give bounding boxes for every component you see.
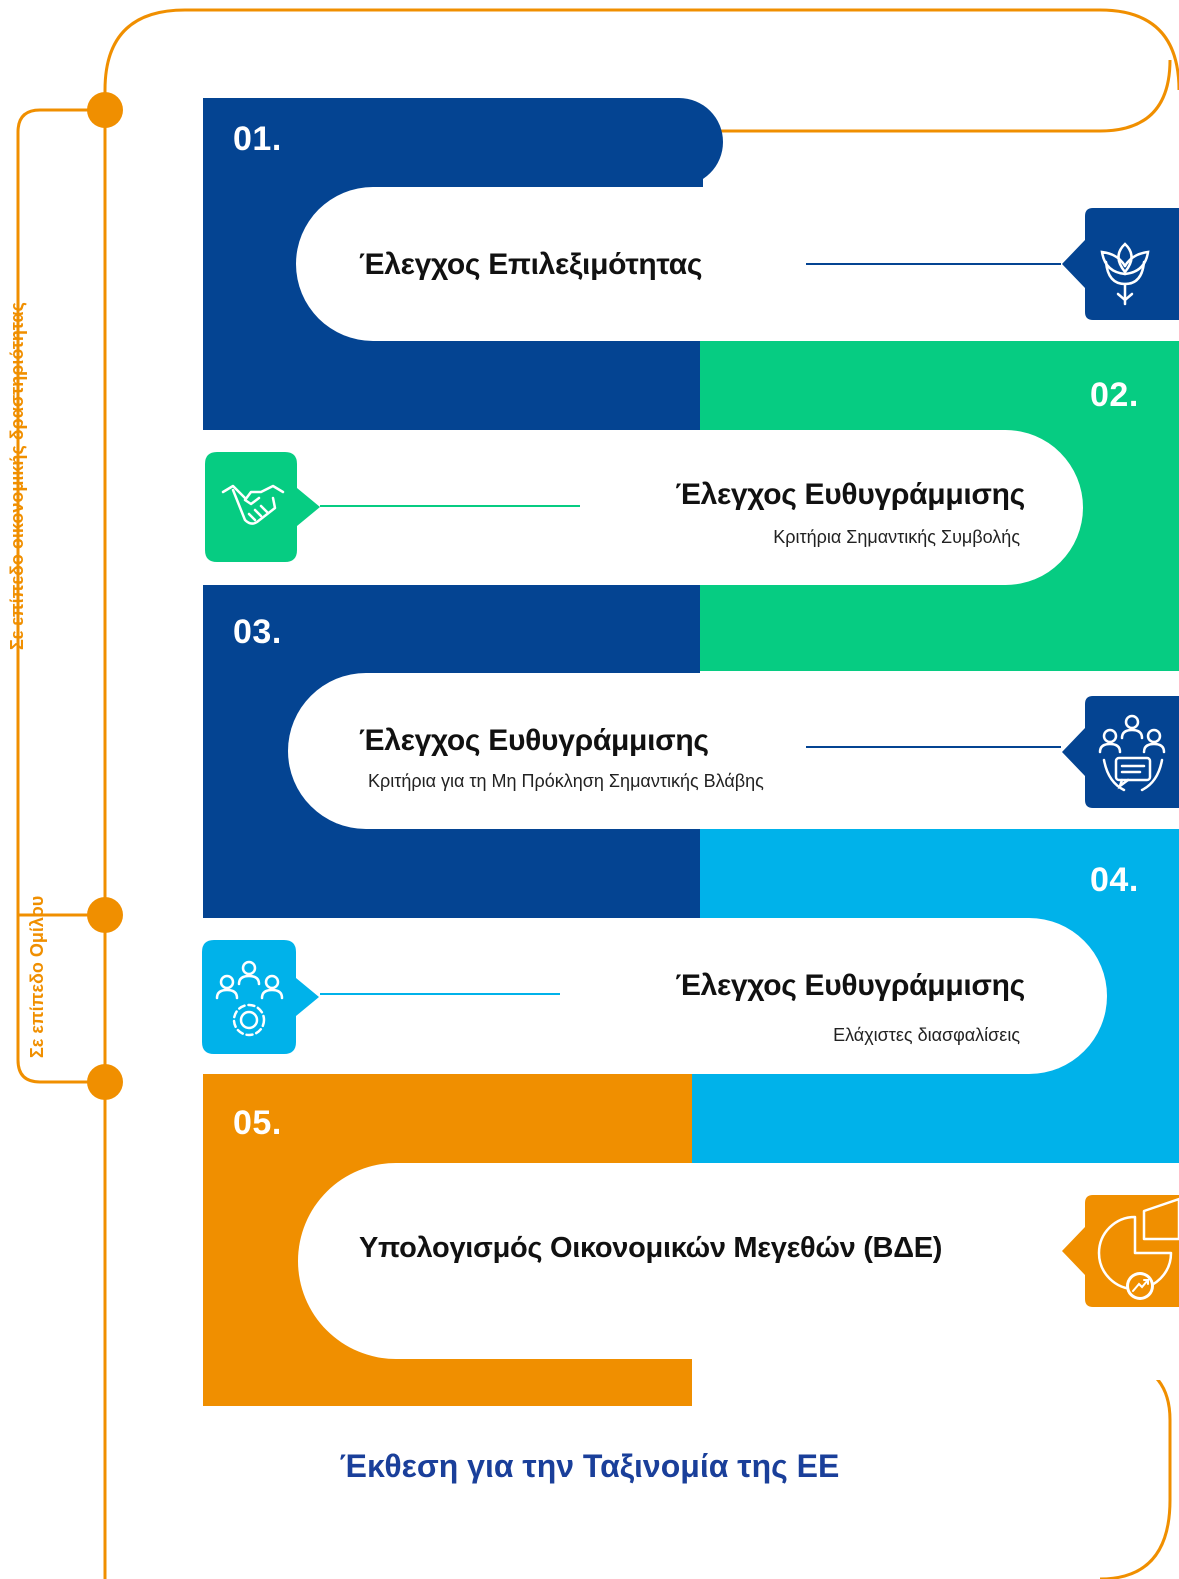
footer-title: Έκθεση για την Ταξινομία της ΕΕ <box>339 1448 840 1484</box>
team-gear-icon <box>202 940 319 1054</box>
side-label-group-level: Σε επίπεδο Ομίλου <box>27 895 47 1058</box>
bracket-dot-middle <box>87 897 123 933</box>
step-03-card <box>288 673 1179 829</box>
step-04-title: Έλεγχος Ευθυγράμμισης <box>675 969 1025 1002</box>
step-03-subtitle: Κριτήρια για τη Μη Πρόκληση Σημαντικής Β… <box>368 771 764 791</box>
step-01-number: 01. <box>233 120 282 158</box>
step-05-card <box>298 1163 1179 1359</box>
step-04-card <box>203 918 1107 1074</box>
handshake-icon <box>205 452 320 562</box>
step-05-card-tail <box>700 1340 1179 1380</box>
step-05-title: Υπολογισμός Οικονομικών Μεγεθών (ΒΔΕ) <box>359 1232 943 1264</box>
step-03-number: 03. <box>233 613 282 651</box>
step-02-card <box>203 430 1083 585</box>
step-02-subtitle: Κριτήρια Σημαντικής Συμβολής <box>773 527 1020 547</box>
step-04-number: 04. <box>1090 861 1139 899</box>
step-02-title: Έλεγχος Ευθυγράμμισης <box>675 478 1025 511</box>
step-04-band-tail <box>692 1074 1179 1163</box>
step-02-number: 02. <box>1090 376 1139 414</box>
side-label-activity-level: Σε επίπεδο οικονομικής δραστηριότητας <box>7 302 27 650</box>
step-05-number: 05. <box>233 1104 282 1142</box>
bracket-dot-top <box>87 92 123 128</box>
plant-icon <box>1062 208 1179 320</box>
step-03-connector <box>806 746 1061 748</box>
step-01-title: Έλεγχος Επιλεξιμότητας <box>359 248 703 281</box>
step-02-connector <box>320 505 580 507</box>
step-04-connector <box>320 993 560 995</box>
step-04-subtitle: Ελάχιστες διασφαλίσεις <box>833 1025 1020 1045</box>
step-01-connector <box>806 263 1061 265</box>
pie-chart-growth-icon <box>1062 1195 1179 1307</box>
bracket-dot-bottom <box>87 1064 123 1100</box>
step-03-title: Έλεγχος Ευθυγράμμισης <box>359 724 709 757</box>
team-discussion-icon <box>1062 696 1179 808</box>
